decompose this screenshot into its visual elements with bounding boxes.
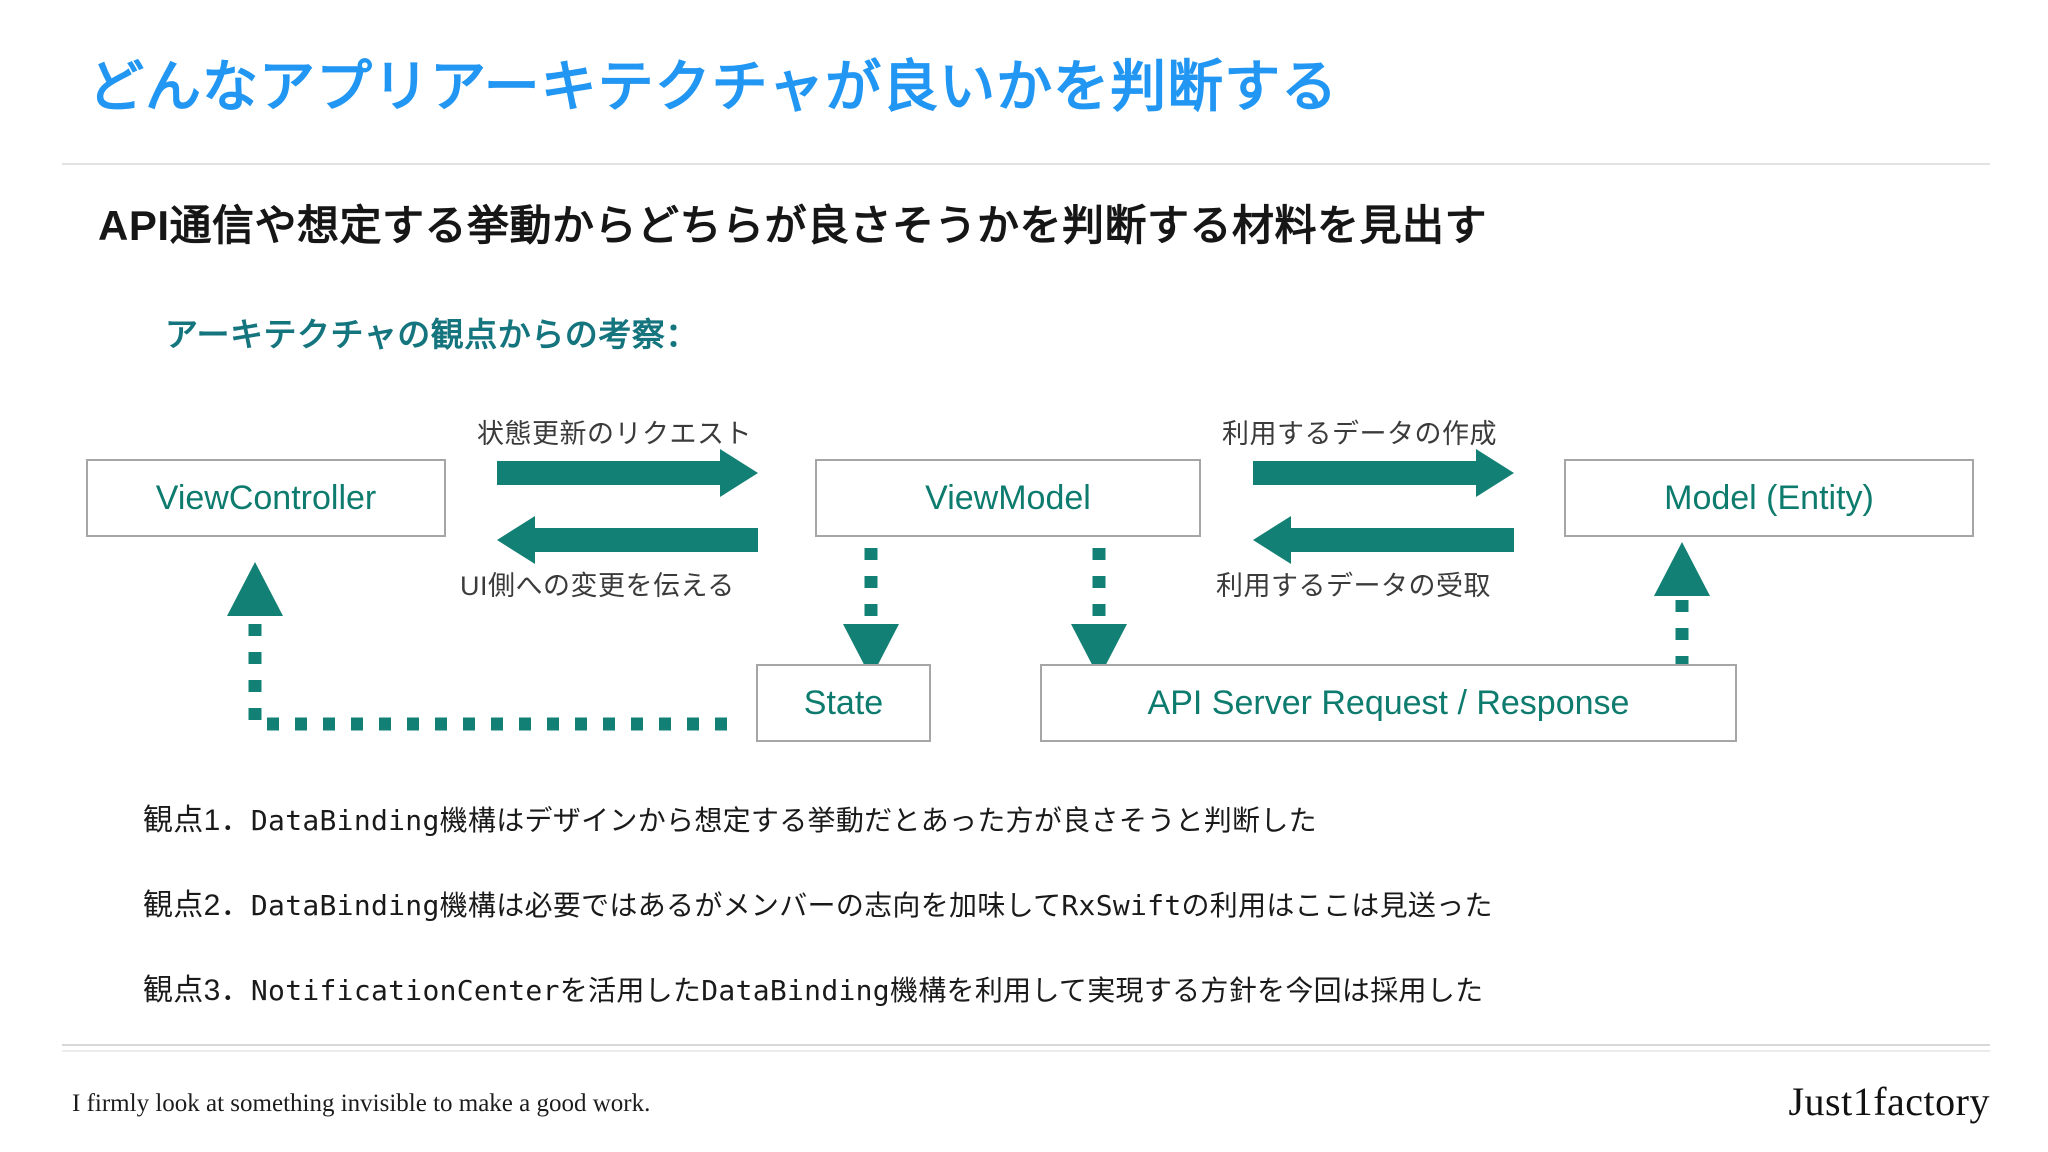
- arrow-label-model-to-vm: 利用するデータの受取: [1216, 571, 1491, 601]
- slide-subtitle: API通信や想定する挙動からどちらが良さそうかを判断する材料を見出す: [98, 202, 1488, 249]
- architecture-diagram: ViewController ViewModel Model (Entity) …: [0, 380, 2048, 760]
- footer-divider-bottom: [62, 1050, 1990, 1052]
- list-item: 観点3．NotificationCenterを活用したDataBinding機構…: [143, 965, 1483, 1009]
- point-text: DataBinding機構はデザインから想定する挙動だとあった方が良さそうと判断…: [250, 804, 1317, 837]
- node-model-entity[interactable]: Model (Entity): [1564, 459, 1974, 537]
- arrow-label-vc-to-vm: 状態更新のリクエスト: [477, 419, 752, 449]
- node-viewmodel[interactable]: ViewModel: [815, 459, 1201, 537]
- footer-tagline: I firmly look at something invisible to …: [72, 1090, 651, 1117]
- list-item: 観点2．DataBinding機構は必要ではあるがメンバーの志向を加味してRxS…: [143, 880, 1493, 924]
- arrow-vc-to-vm: [497, 449, 758, 497]
- node-state[interactable]: State: [756, 664, 931, 742]
- title-divider: [62, 163, 1990, 165]
- arrow-vm-to-model: [1253, 449, 1514, 497]
- arrow-vm-to-vc: [497, 516, 758, 564]
- point-label: 観点1．: [143, 804, 251, 837]
- point-text: DataBinding機構は必要ではあるがメンバーの志向を加味してRxSwift…: [250, 889, 1493, 922]
- footer-logo: Just1factory: [1788, 1079, 1990, 1124]
- arrow-vm-to-state: [843, 548, 899, 678]
- list-item: 観点1．DataBinding機構はデザインから想定する挙動だとあった方が良さそ…: [143, 795, 1317, 839]
- node-viewcontroller[interactable]: ViewController: [86, 459, 446, 537]
- arrow-label-vm-to-vc: UI側への変更を伝える: [460, 571, 735, 601]
- point-text: NotificationCenterを活用したDataBinding機構を利用し…: [250, 974, 1484, 1007]
- arrow-state-to-viewcontroller: [227, 562, 727, 731]
- arrow-model-to-vm: [1253, 516, 1514, 564]
- page-title: どんなアプリアーキテクチャが良いかを判断する: [88, 55, 1339, 118]
- diagram-arrows: [227, 449, 1710, 731]
- node-api-server[interactable]: API Server Request / Response: [1040, 664, 1737, 742]
- arrow-label-vm-to-model: 利用するデータの作成: [1222, 419, 1497, 449]
- arrow-vm-to-api: [1071, 548, 1127, 678]
- arrow-api-to-model: [1654, 542, 1710, 668]
- point-label: 観点3．: [143, 974, 251, 1007]
- section-heading: アーキテクチャの観点からの考察：: [165, 316, 699, 353]
- point-label: 観点2．: [143, 889, 251, 922]
- footer-divider-top: [62, 1044, 1990, 1046]
